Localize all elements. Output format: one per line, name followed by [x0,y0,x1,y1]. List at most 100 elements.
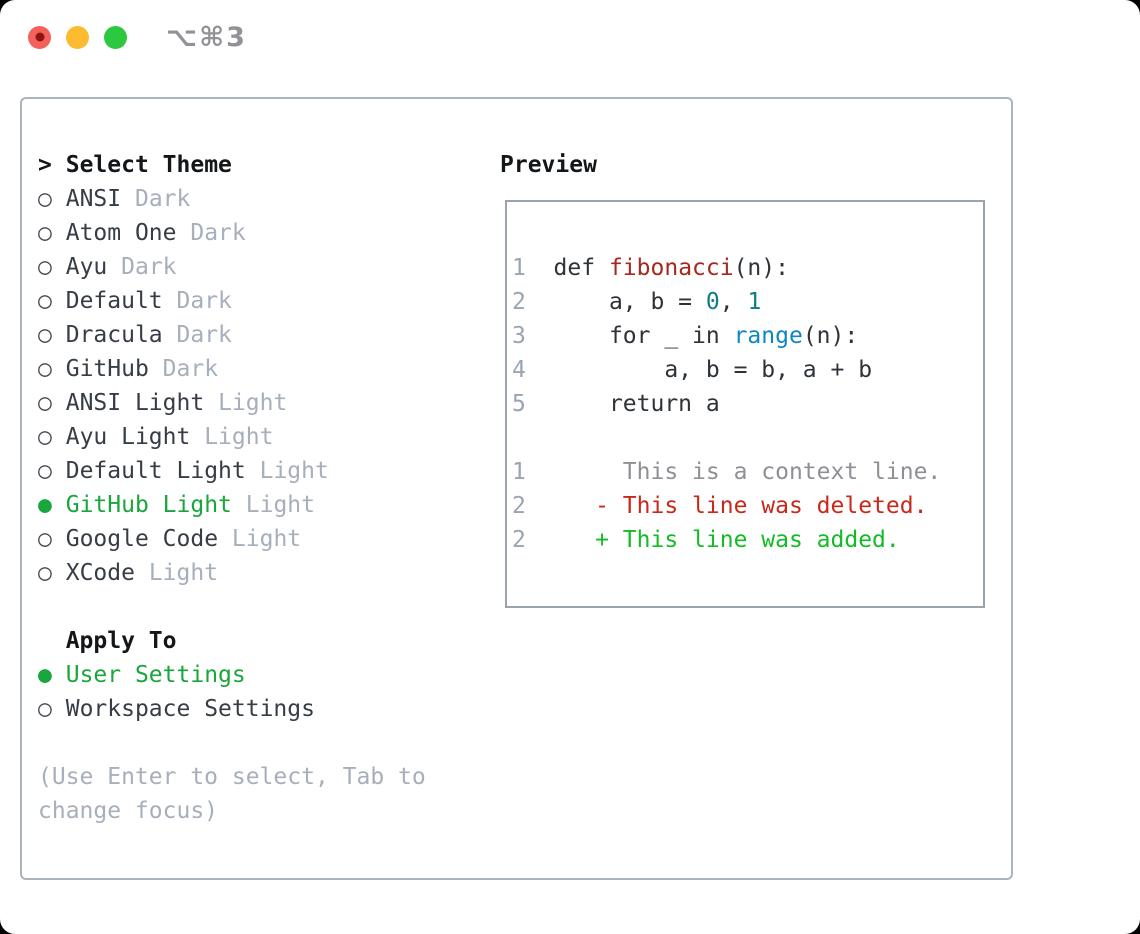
help-text-line-2: change focus) [38,794,426,828]
radio-unselected-icon: ○ [38,390,52,416]
close-button-icon[interactable] [28,25,51,49]
apply-option-label: User Settings [65,662,246,688]
line-number: 3 [512,323,526,349]
theme-option-default[interactable]: ○ Default Dark [38,284,426,318]
code-segment: 0 [705,289,720,315]
code-segment: for _ in [525,323,734,349]
preview-code-line-9: 2 + This line was added. [512,523,941,557]
theme-option-ansi[interactable]: ○ ANSI Dark [38,182,426,216]
theme-tag: Dark [121,254,177,280]
code-segment: def [525,255,609,281]
theme-tag: Light [218,390,288,416]
radio-unselected-icon: ○ [38,458,52,484]
code-segment: return a [525,391,720,417]
theme-name: Default Light [65,458,246,484]
line-number: 2 [512,493,526,519]
radio-selected-icon: ● [38,662,52,688]
code-segment: , [719,289,748,315]
preview-code-line-7: 1 This is a context line. [512,455,941,489]
apply-to-heading: Apply To [65,628,177,654]
theme-option-github[interactable]: ○ GitHub Dark [38,352,426,386]
apply-option-user-settings[interactable]: ● User Settings [38,658,426,692]
code-segment: + This line was added. [525,527,900,553]
radio-unselected-icon: ○ [38,186,52,212]
theme-tag: Light [204,424,274,450]
radio-unselected-icon: ○ [38,220,52,246]
theme-tag: Dark [176,288,232,314]
code-segment: a, b = [525,289,706,315]
theme-name: ANSI [65,186,122,212]
line-number: 5 [512,391,526,417]
theme-name: Ayu [65,254,108,280]
preview-code-line-2: 2 a, b = 0, 1 [512,285,941,319]
theme-tag: Light [148,560,219,586]
apply-option-workspace-settings[interactable]: ○ Workspace Settings [38,692,426,726]
line-number: 4 [512,357,526,383]
theme-option-google-code[interactable]: ○ Google Code Light [38,522,426,556]
theme-tag: Dark [176,322,232,348]
help-text-line-1: (Use Enter to select, Tab to [38,760,426,794]
theme-selector-list: > Select Theme○ ANSI Dark○ Atom One Dark… [38,148,426,828]
line-number: 2 [512,527,526,553]
select-theme-heading-row: > Select Theme [38,148,426,182]
theme-name: Dracula [65,322,163,348]
line-number: 1 [512,255,526,281]
theme-name: Google Code [65,526,219,552]
code-segment: 1 [747,289,762,315]
preview-code-line-4: 4 a, b = b, a + b [512,353,941,387]
preview-heading: Preview [500,152,597,178]
code-segment: This is a context line. [525,459,942,485]
theme-option-xcode[interactable]: ○ XCode Light [38,556,426,590]
theme-option-ayu[interactable]: ○ Ayu Dark [38,250,426,284]
window-title: ⌥⌘3 [166,22,247,53]
prompt-icon: > [38,152,52,178]
radio-unselected-icon: ○ [38,254,52,280]
theme-tag: Dark [162,356,219,382]
theme-name: GitHub [65,356,149,382]
theme-option-default-light[interactable]: ○ Default Light Light [38,454,426,488]
theme-name: ANSI Light [65,390,205,416]
radio-selected-icon: ● [38,492,52,518]
radio-unselected-icon: ○ [38,288,52,314]
theme-tag: Light [259,458,329,484]
preview-code-line-8: 2 - This line was deleted. [512,489,941,523]
spacer-row [38,590,426,624]
radio-unselected-icon: ○ [38,322,52,348]
theme-name: XCode [65,560,135,586]
spacer-row [38,726,426,760]
code-segment: (n): [802,323,859,349]
theme-name: Ayu Light [65,424,191,450]
theme-tag: Light [231,526,302,552]
theme-tag: Dark [134,186,191,212]
help-text: change focus) [38,798,219,824]
minimize-button-icon[interactable] [66,25,89,49]
theme-option-dracula[interactable]: ○ Dracula Dark [38,318,426,352]
help-text: (Use Enter to select, Tab to [38,764,426,790]
theme-name: GitHub Light [65,492,232,518]
code-segment: (n): [733,255,789,281]
apply-option-label: Workspace Settings [65,696,315,722]
radio-unselected-icon: ○ [38,526,52,552]
preview-code-line-3: 3 for _ in range(n): [512,319,941,353]
code-segment: - This line was deleted. [525,493,928,519]
theme-option-atom-one[interactable]: ○ Atom One Dark [38,216,426,250]
line-number: 2 [512,289,526,315]
theme-option-ansi-light[interactable]: ○ ANSI Light Light [38,386,426,420]
preview-code-line-1: 1 def fibonacci(n): [512,251,941,285]
code-segment: fibonacci [608,255,734,281]
zoom-button-icon[interactable] [104,25,127,49]
theme-option-ayu-light[interactable]: ○ Ayu Light Light [38,420,426,454]
radio-unselected-icon: ○ [38,560,52,586]
theme-selector-panel: > Select Theme○ ANSI Dark○ Atom One Dark… [20,97,1013,880]
blank-code-line [512,421,941,455]
titlebar [28,25,142,49]
theme-name: Atom One [65,220,177,246]
theme-tag: Light [245,492,315,518]
line-number: 1 [512,459,526,485]
select-theme-heading: Select Theme [65,152,232,178]
radio-unselected-icon: ○ [38,356,52,382]
close-active-dot [35,32,44,42]
theme-option-github-light[interactable]: ● GitHub Light Light [38,488,426,522]
